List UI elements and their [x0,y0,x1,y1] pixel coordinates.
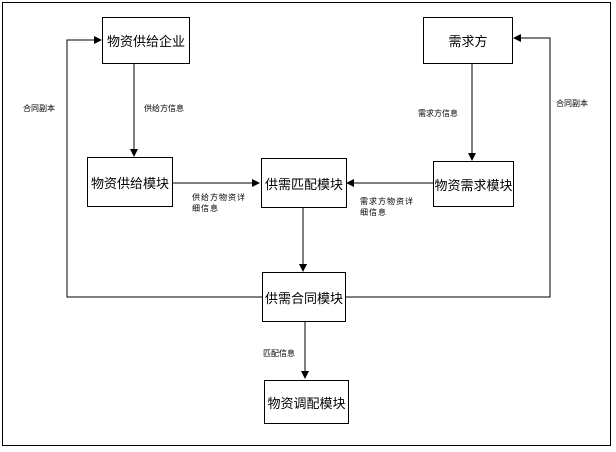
label-contract-copy-left: 合同副本 [23,104,55,113]
arrow-contract-to-supplier [66,36,262,298]
arrow-contract-to-demander [346,34,551,298]
supply-module-node: 物资供给模块 [87,157,173,207]
label-demander-info: 需求方信息 [418,109,458,118]
label-contract-copy-right: 合同副本 [556,99,588,108]
dispatch-module-node: 物资调配模块 [264,380,349,424]
label-demander-detail: 需求方物资详细信息 [360,197,414,217]
match-module-node: 供需匹配模块 [261,158,347,208]
label-supplier-info: 供给方信息 [144,104,184,113]
contract-module-node: 供需合同模块 [262,272,346,322]
demand-module-node: 物资需求模块 [433,161,514,207]
supplier-company-node: 物资供给企业 [102,17,190,64]
demander-node: 需求方 [423,17,513,64]
label-match-info: 匹配信息 [263,349,295,358]
label-supplier-detail: 供给方物资详细信息 [192,193,246,213]
